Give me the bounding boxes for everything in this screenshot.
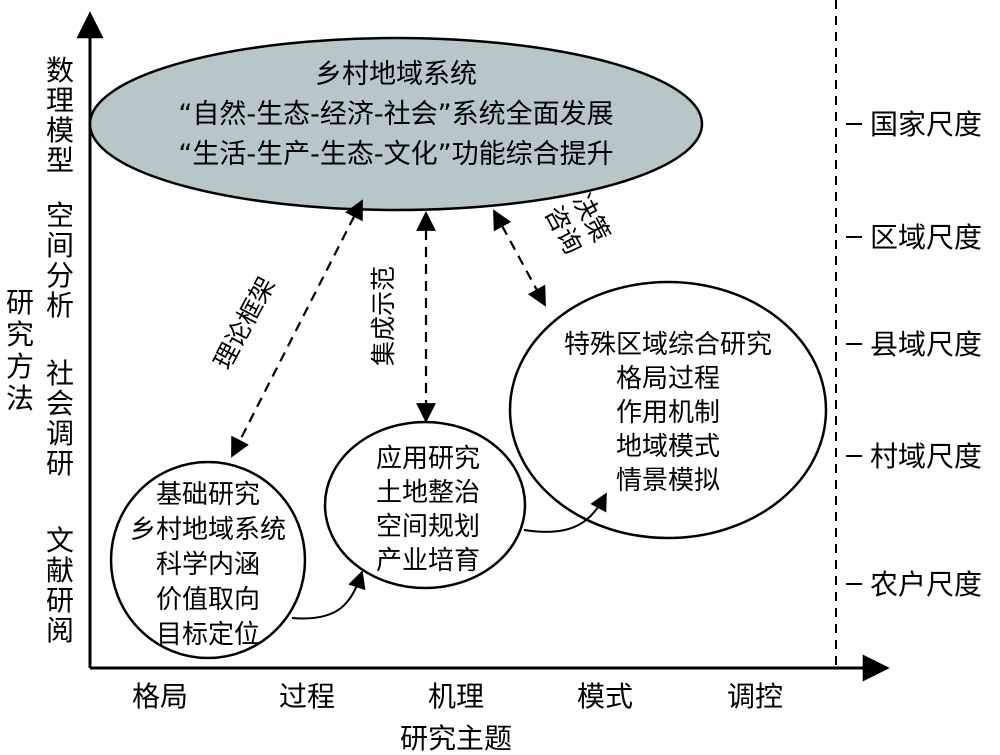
basic-research-line-4: 价值取向 — [156, 585, 260, 615]
method-label-char: 献 — [46, 554, 74, 587]
x-tick-1: 格局 — [132, 680, 188, 713]
scale-county: 县域尺度 — [870, 328, 982, 361]
x-tick-2: 过程 — [279, 680, 335, 713]
applied-to-special-arrow — [523, 492, 607, 533]
method-label-char: 研 — [46, 447, 74, 480]
scale-labels: 国家尺度 区域尺度 县域尺度 村域尺度 农户尺度 — [846, 108, 982, 601]
method-label-char: 分 — [46, 259, 74, 292]
method-label-char: 文 — [46, 524, 74, 557]
method-label-char: 研 — [46, 584, 74, 617]
scale-household: 农户尺度 — [870, 568, 982, 601]
basic-research-line-1: 基础研究 — [156, 480, 260, 510]
x-axis-title: 研究主题 — [400, 722, 512, 755]
method-label-char: 型 — [46, 144, 74, 177]
applied-research-line-2: 土地整治 — [376, 478, 480, 508]
method-label-char: 理 — [46, 84, 74, 117]
special-research-node: 特殊区域综合研究 格局过程 作用机制 地域模式 情景模拟 — [508, 280, 828, 540]
decision-consult-arrow — [493, 209, 546, 307]
special-research-line-1: 特殊区域综合研究 — [564, 330, 772, 360]
applied-research-line-1: 应用研究 — [376, 444, 480, 474]
rural-system-shape — [88, 36, 704, 212]
y-axis-title-char: 法 — [6, 382, 34, 415]
method-label-char: 社 — [46, 357, 74, 390]
basic-research-line-5: 目标定位 — [156, 620, 260, 650]
scale-national: 国家尺度 — [870, 108, 982, 141]
method-label-char: 间 — [46, 229, 74, 262]
basic-to-applied-arrow — [291, 570, 366, 620]
method-label-char: 空 — [46, 199, 74, 232]
rural-system-goal-2: “生活-生产-生态-文化”功能综合提升 — [178, 139, 613, 170]
rural-system-title: 乡村地域系统 — [315, 59, 477, 90]
basic-research-node: 基础研究 乡村地域系统 科学内涵 价值取向 目标定位 — [109, 460, 307, 660]
integration-demo-label: 集成示范 — [369, 266, 398, 366]
applied-research-line-4: 产业培育 — [376, 546, 480, 576]
basic-research-shape — [109, 460, 307, 660]
method-label-char: 会 — [46, 387, 74, 420]
theory-framework-arrow — [231, 199, 363, 458]
special-research-line-5: 情景模拟 — [616, 466, 720, 496]
y-axis-title-char: 方 — [6, 350, 34, 383]
scale-regional: 区域尺度 — [870, 221, 982, 254]
y-axis-title-char: 研 — [6, 286, 34, 319]
method-label-char: 模 — [46, 114, 74, 147]
rural-system-goal-1: “自然-生态-经济-社会”系统全面发展 — [178, 99, 613, 130]
special-research-shape — [508, 280, 828, 540]
y-axis-title-char: 究 — [6, 318, 34, 351]
basic-research-line-3: 科学内涵 — [156, 550, 260, 580]
x-tick-3: 机理 — [428, 680, 484, 713]
theory-framework-label: 理论框架 — [208, 272, 281, 374]
method-label-char: 数 — [46, 54, 74, 87]
special-research-line-3: 作用机制 — [616, 398, 720, 428]
method-label-char: 阅 — [46, 614, 74, 647]
x-tick-4: 模式 — [577, 680, 633, 713]
method-label-char: 调 — [46, 417, 74, 450]
applied-research-line-3: 空间规划 — [376, 512, 480, 542]
applied-research-node: 应用研究 土地整治 空间规划 产业培育 — [323, 420, 527, 590]
scale-village: 村域尺度 — [870, 440, 982, 473]
rural-system-ellipse: 乡村地域系统 “自然-生态-经济-社会”系统全面发展 “生活-生产-生态-文化”… — [88, 36, 704, 212]
special-research-line-4: 地域模式 — [616, 432, 720, 462]
method-label-char: 析 — [46, 289, 74, 322]
basic-research-line-2: 乡村地域系统 — [130, 515, 286, 545]
x-axis-ticks: 格局 过程 机理 模式 调控 — [132, 680, 783, 713]
x-tick-5: 调控 — [727, 680, 783, 713]
special-research-line-2: 格局过程 — [616, 364, 720, 394]
